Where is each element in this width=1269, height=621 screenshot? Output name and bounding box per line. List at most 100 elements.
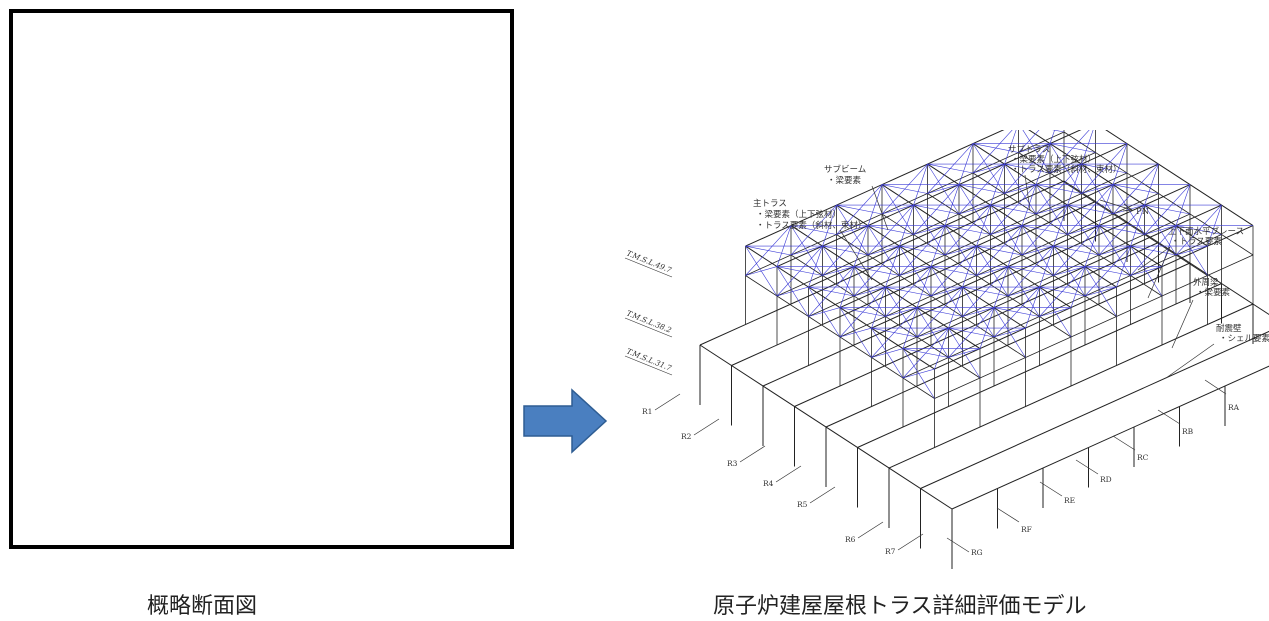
brace	[867, 184, 883, 226]
truss-diagonal	[871, 327, 904, 379]
svg-text:・梁要素: ・梁要素	[827, 175, 862, 186]
truss-diagonal	[1049, 143, 1082, 194]
brace	[1116, 246, 1131, 288]
brace	[1175, 184, 1191, 226]
brace	[808, 246, 823, 288]
level-label-top: T.M.S.L.49.7	[624, 249, 673, 278]
brace	[916, 266, 932, 308]
truss-diagonal	[1130, 245, 1177, 256]
grid-label-rc: RC	[1112, 435, 1149, 462]
right-caption: 原子炉建屋屋根トラス詳細評価モデル	[713, 594, 1087, 619]
truss-diagonal	[822, 245, 869, 256]
truss-diagonal	[1004, 163, 1037, 215]
truss-diagonal	[839, 307, 872, 358]
svg-text:・梁要素（上下弦材）: ・梁要素（上下弦材）	[756, 209, 841, 220]
truss-diagonal	[867, 225, 914, 235]
truss-diagonal	[1081, 163, 1114, 215]
grid-label-rg: RG	[946, 537, 983, 557]
truss-diagonal	[853, 266, 900, 276]
svg-text:T.M.S.L.31.7: T.M.S.L.31.7	[625, 347, 673, 373]
brace	[990, 164, 1005, 206]
annotation-sub-truss: サブトラス ・梁要素（上下弦材） ・トラス要素（斜材、束材）	[1008, 144, 1121, 211]
truss-diagonal	[1112, 184, 1145, 235]
brace	[1053, 205, 1068, 247]
truss-diagonal	[745, 245, 778, 297]
brace	[913, 164, 928, 206]
bottom-chord	[776, 152, 1096, 297]
truss-diagonal	[1039, 286, 1086, 297]
grid-label-rf: RF	[996, 507, 1032, 534]
truss-diagonal	[881, 184, 928, 194]
truss-diagonal	[1084, 266, 1131, 276]
top-chord	[839, 163, 1159, 309]
left-caption: 概略断面図	[147, 594, 258, 619]
truss-diagonal	[1018, 130, 1040, 153]
truss-diagonal	[990, 204, 1037, 215]
svg-text:・梁要素: ・梁要素	[1196, 287, 1231, 298]
truss-diagonal	[1039, 286, 1072, 338]
truss-diagonal	[948, 327, 981, 379]
brace	[1039, 246, 1054, 288]
svg-text:R7: R7	[885, 547, 896, 556]
annotation-horizontal-brace: 上下面水平ブレース ・トラス要素	[1137, 226, 1244, 299]
svg-text:R5: R5	[797, 500, 808, 509]
brace	[822, 205, 837, 247]
top-chord	[902, 204, 1222, 350]
truss-members	[745, 130, 1253, 399]
grid-label-r5: R5	[797, 486, 836, 509]
annotation-perimeter-beam: 外周梁 ・梁要素	[1171, 277, 1231, 349]
schematic-section-frame	[9, 9, 514, 549]
truss-diagonal	[993, 307, 1026, 358]
truss-diagonal	[839, 307, 886, 317]
svg-text:R2: R2	[681, 432, 692, 441]
svg-text:サブトラス: サブトラス	[1008, 144, 1050, 155]
svg-text:RC: RC	[1137, 453, 1149, 462]
svg-text:RG: RG	[971, 548, 983, 557]
truss-diagonal	[745, 245, 792, 256]
svg-text:・トラス要素: ・トラス要素	[1171, 236, 1222, 247]
svg-text:R6: R6	[845, 535, 856, 544]
brace	[871, 287, 886, 329]
truss-diagonal	[1053, 245, 1100, 256]
truss-diagonal	[867, 225, 900, 276]
truss-diagonal	[808, 286, 841, 338]
svg-text:T.M.S.L.38.2: T.M.S.L.38.2	[625, 309, 673, 335]
truss-diagonal	[902, 348, 935, 399]
truss-diagonal	[871, 327, 918, 338]
brace	[1070, 266, 1086, 308]
svg-text:上下面水平ブレース: 上下面水平ブレース	[1168, 226, 1244, 237]
truss-diagonal	[853, 266, 886, 317]
brace	[839, 266, 855, 308]
svg-text:サブビーム: サブビーム	[824, 164, 866, 175]
truss-diagonal	[916, 307, 949, 358]
truss-diagonal	[1049, 143, 1096, 153]
grid-label-r7: R7	[885, 533, 924, 556]
brace	[958, 143, 974, 185]
truss-diagonal	[958, 184, 991, 235]
truss-diagonal	[1175, 225, 1208, 276]
svg-text:・梁要素（上下弦材）: ・梁要素（上下弦材）	[1011, 154, 1096, 165]
top-chord	[745, 130, 1005, 247]
roof-truss-model-diagram: 主トラス ・梁要素（上下弦材） ・トラス要素（斜材、束材） サブビーム ・梁要素…	[624, 130, 1269, 569]
annotation-sub-beam: サブビーム ・梁要素	[824, 164, 889, 231]
svg-text:RE: RE	[1064, 496, 1075, 505]
truss-diagonal	[1004, 163, 1051, 174]
truss-diagonal	[1081, 163, 1128, 174]
svg-text:・トラス要素（斜材、束材）: ・トラス要素（斜材、束材）	[756, 220, 866, 231]
right-arrow-icon	[523, 388, 608, 454]
svg-text:RF: RF	[1021, 525, 1032, 534]
truss-diagonal	[1052, 130, 1065, 133]
structural-frame	[699, 130, 1269, 569]
truss-diagonal	[1021, 225, 1068, 235]
brace	[979, 307, 995, 349]
truss-diagonal	[1112, 184, 1159, 194]
truss-diagonal	[1175, 225, 1222, 235]
brace	[1004, 130, 1017, 165]
bottom-chord	[871, 213, 1191, 358]
truss-diagonal	[822, 245, 855, 297]
truss-diagonal	[1053, 245, 1086, 297]
truss-diagonal	[962, 286, 1009, 297]
truss-diagonal	[1144, 204, 1191, 215]
brace	[1112, 143, 1128, 185]
truss-diagonal	[790, 225, 823, 276]
